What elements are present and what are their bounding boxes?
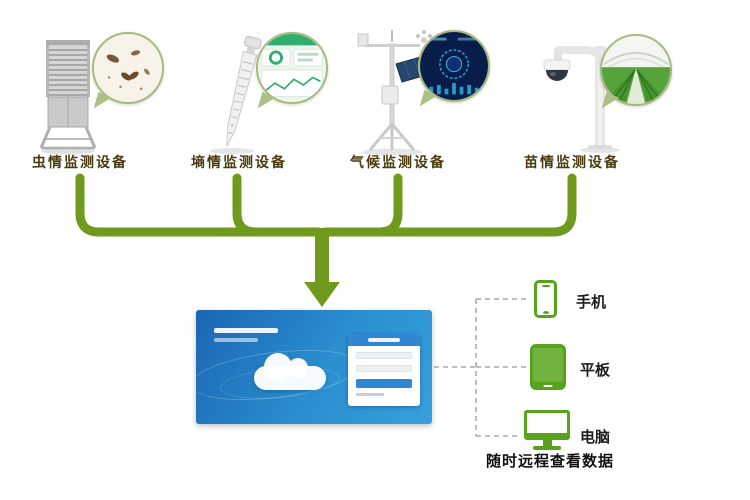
username-field	[356, 352, 412, 359]
cloud-platform-screenshot	[196, 310, 432, 424]
device-pest-monitor: 虫情监测设备	[28, 30, 174, 176]
cloud-icon	[254, 353, 326, 390]
soil-probe-photo	[198, 34, 282, 156]
device-climate-monitor: 气候监测设备	[342, 24, 494, 176]
platform-title-text	[214, 328, 278, 333]
monitor-stand	[542, 440, 552, 446]
login-link	[356, 393, 384, 396]
monitor-base	[533, 446, 561, 450]
climate-monitor-label: 气候监测设备	[350, 154, 446, 170]
remote-view-caption: 随时远程查看数据	[486, 453, 615, 470]
seedling-monitor-label: 苗情监测设备	[524, 154, 620, 170]
pest-monitor-label: 虫情监测设备	[32, 154, 128, 170]
greenhouse-view-bubble	[600, 34, 672, 106]
tablet-icon	[530, 344, 566, 390]
climate-dashboard-bubble	[418, 30, 490, 102]
camera-photo	[518, 42, 622, 154]
login-header	[348, 334, 420, 346]
soil-dashboard-bubble	[256, 32, 328, 104]
password-field	[356, 365, 412, 372]
login-panel	[348, 334, 420, 406]
platform-subtitle-text	[214, 338, 258, 342]
phone-label: 手机	[576, 294, 607, 311]
monitor-screen	[524, 410, 570, 440]
login-button	[356, 379, 412, 388]
smartphone-icon	[534, 280, 557, 318]
tablet-label: 平板	[580, 362, 611, 379]
pest-detail-bubble	[92, 32, 164, 104]
device-seedling-monitor: 苗情监测设备	[516, 34, 674, 176]
soil-monitor-label: 墒情监测设备	[191, 154, 287, 170]
pest-tower-photo	[36, 40, 100, 156]
computer-icon	[524, 410, 570, 450]
computer-label: 电脑	[580, 429, 611, 446]
down-arrow-icon	[304, 282, 340, 307]
device-soil-monitor: 墒情监测设备	[184, 28, 334, 176]
